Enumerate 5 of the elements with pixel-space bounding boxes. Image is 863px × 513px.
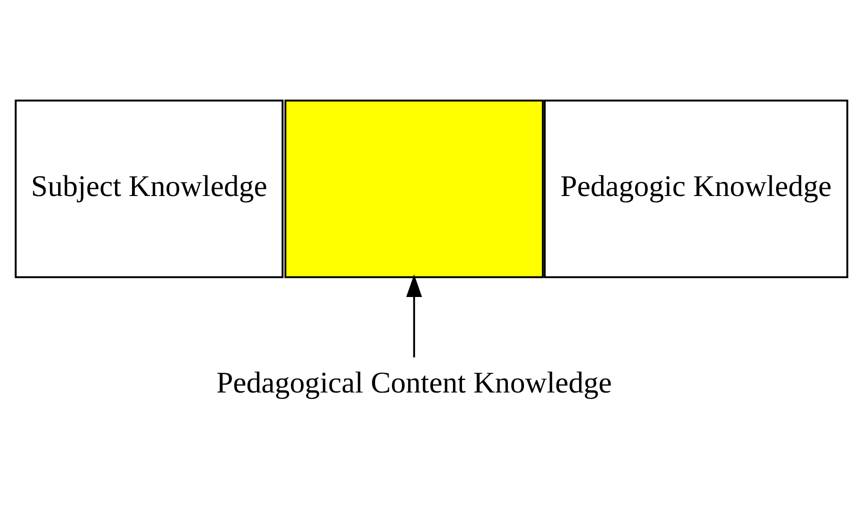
node-box: Pedagogic Knowledge bbox=[544, 100, 848, 278]
node-text: Pedagogical Content Knowledge bbox=[216, 365, 612, 400]
arrow bbox=[406, 274, 422, 358]
node-box: Subject Knowledge bbox=[14, 100, 284, 278]
node-box bbox=[284, 100, 544, 278]
